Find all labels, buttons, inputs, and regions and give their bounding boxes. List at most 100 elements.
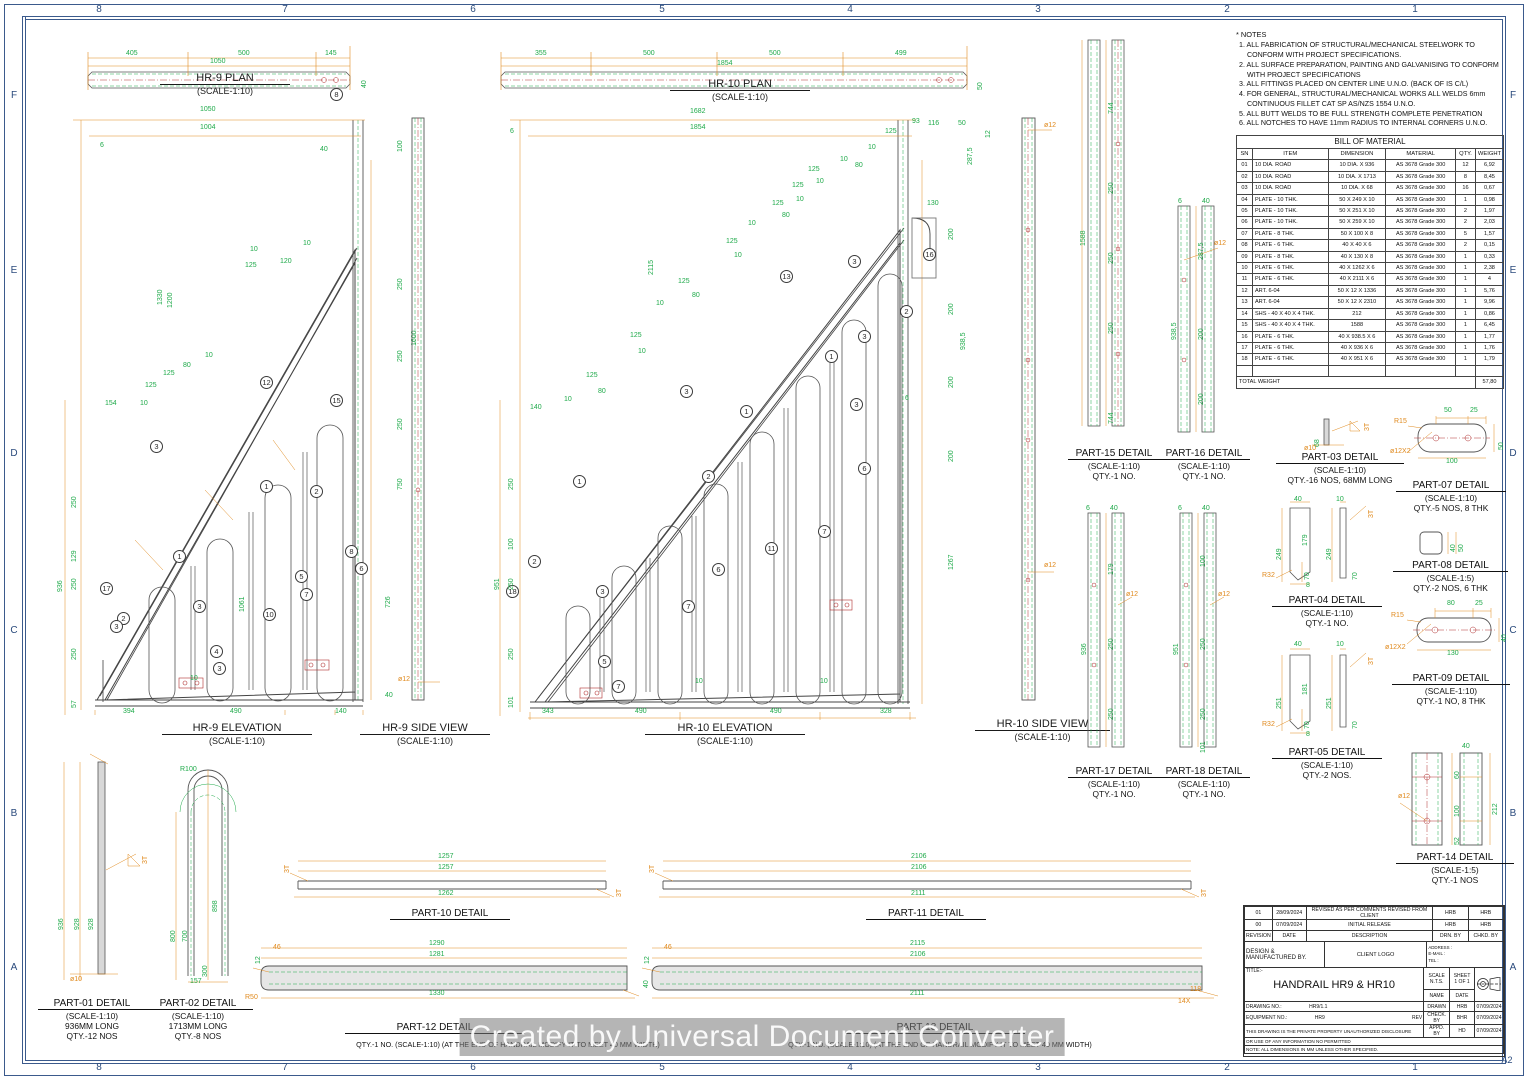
dim-hr9-125b: 125 [145,382,157,389]
part-08-name: PART-08 DETAIL [1393,560,1508,572]
bom-cell-item: PLATE - 6 THK. [1251,273,1329,286]
view-title-hr10-plan-name: HR-10 PLAN [670,78,810,91]
bom-cell-material: AS 3678 Grade 300 [1385,159,1457,172]
dim-p13-118: 118 [1190,986,1202,993]
dim-hr9-490: 490 [230,708,242,715]
balloon-hr10-1c: 1 [573,475,586,488]
zone-label-bottom-8: 8 [96,1062,102,1073]
balloon-3a: 3 [150,440,163,453]
dim-p18-6: 6 [1178,505,1182,512]
balloon-1a: 1 [260,480,273,493]
disclaimer-row-2: OR USE OF ANY INFORMATION NO PERMITTED [1244,1037,1504,1046]
bom-cell-sn: 14 [1236,307,1253,321]
dim-p05-r32: R32 [1262,721,1275,728]
dim-p07-r15: R15 [1394,418,1407,425]
dim-hr10-200c: 200 [948,376,955,388]
view-title-hr9-plan-name: HR-9 PLAN [160,72,290,85]
balloon-10: 10 [263,608,276,621]
bom-cell-material: AS 3678 Grade 300 [1385,262,1457,275]
zone-label-right-A: A [1509,962,1517,973]
bom-cell-qty: 1 [1455,193,1476,207]
view-title-hr9-elevation: HR-9 ELEVATION (SCALE-1:10) [162,722,312,746]
bom-cell-item: PLATE - 6 THK. [1251,341,1329,355]
dim-hr10-200d: 200 [948,450,955,462]
part-12-geometry [252,947,640,999]
dim-hr10-125b: 125 [808,166,820,173]
view-title-hr9-side: HR-9 SIDE VIEW (SCALE-1:10) [360,722,490,746]
bom-col-dimension: DIMENSION [1327,147,1387,161]
dim-p17-40: 40 [1110,505,1118,512]
part-04-scale: (SCALE-1:10) [1300,608,1354,618]
bom-cell-qty: 1 [1455,250,1476,264]
zone-label-top-8: 8 [96,4,102,15]
dim-p04-70a: 70 [1304,572,1311,580]
bom-cell-qty: 1 [1455,273,1476,286]
dim-p16-9385: 938,5 [1171,322,1178,340]
bom-cell-item: SHS - 40 X 40 X 4 THK. [1251,319,1329,332]
bom-cell-sn: 05 [1236,205,1253,218]
part-caption-08: PART-08 DETAIL (SCALE-1:5) QTY.-2 NOS, 6… [1393,560,1508,593]
disclaimer-line-3: NOTE: ALL DIMENSIONS IN MM UNLESS OTHER … [1244,1045,1504,1054]
bom-cell-sn: 02 [1236,170,1253,184]
balloon-hr10-5: 5 [598,655,611,668]
dim-p04-10: 10 [1336,496,1344,503]
view-hr9-elevation: 8 12 15 3 1 2 1 3 17 2 10 5 7 4 3 3 8 6 … [45,88,418,724]
part-11-geometry [654,860,1200,898]
bom-cell-weight: 0,33 [1474,250,1505,264]
part-09-geometry [1406,608,1500,651]
dim-p12-r50: R50 [245,994,258,1001]
dim-p07-50: 50 [1444,407,1452,414]
dim-hr10-plan-50: 50 [977,82,984,90]
view-title-hr10-elev-scale: (SCALE-1:10) [696,736,754,746]
view-part-03: 68 ø10 3T [1300,415,1390,455]
dim-hr10-101: 101 [508,696,515,708]
dim-hr10-100: 100 [508,538,515,550]
view-part-09: 80 25 130 40 R15 ø12X2 [1385,600,1510,670]
dim-p13-2111: 2111 [910,990,925,997]
bom-cell-qty: 1 [1455,307,1476,321]
dim-hr10-10b: 10 [840,156,848,163]
part-14-geometry [1399,752,1491,846]
balloon-hr10-7b: 7 [682,600,695,613]
view-hr9-plan: 405 500 145 1050 40 [78,32,368,92]
dim-p05-181: 181 [1302,683,1309,695]
dim-hr9-6a: 6 [100,142,104,149]
balloon-hr10-3b: 3 [858,330,871,343]
dim-p01-d10: ø10 [70,976,83,983]
dim-hr9-120: 120 [280,258,292,265]
dim-p05-8: 8 [1306,731,1310,738]
dim-hr9-57: 57 [71,700,78,708]
dim-hr9-80: 80 [183,362,191,369]
part-07-geometry [1407,416,1495,459]
bom-cell-qty: 2 [1455,216,1476,229]
zone-label-top-2: 2 [1224,4,1230,15]
bom-cell-material: AS 3678 Grade 300 [1385,239,1457,252]
dim-p09-25: 25 [1475,600,1483,607]
equipment-no-value: HR9 [1314,1015,1325,1021]
dim-p15-250c: 250 [1108,322,1115,334]
dim-hr9-10b: 10 [205,352,213,359]
bom-cell-item: ART. 6-04 [1251,284,1329,298]
drawn-name: HRB [1449,1001,1475,1012]
title-label: TITLE:- [1246,968,1263,974]
bom-cell-item: 10 DIA. ROAD [1251,182,1329,195]
dim-hr10-10f: 10 [734,252,742,259]
dim-hr10-125g: 125 [630,332,642,339]
appr-by-name: HD [1449,1024,1475,1038]
balloon-hr10-7c: 7 [612,680,625,693]
balloon-hr10-1a: 1 [825,350,838,363]
dim-p04-249a: 249 [1276,548,1283,560]
bom-cell-dimension: 50 X 249 X 10 [1327,193,1387,207]
dim-p05-251b: 251 [1326,697,1333,709]
dim-hr10-328: 328 [880,708,892,715]
part-caption-12: PART-12 DETAIL [345,1022,525,1034]
hr9-plan-geometry [87,46,351,90]
dim-p05-3t: 3T [1368,656,1375,665]
drawing-title-cell: TITLE:- HANDRAIL HR9 & HR10 [1243,967,1425,1002]
bom-cell-weight: 2,38 [1474,262,1505,275]
